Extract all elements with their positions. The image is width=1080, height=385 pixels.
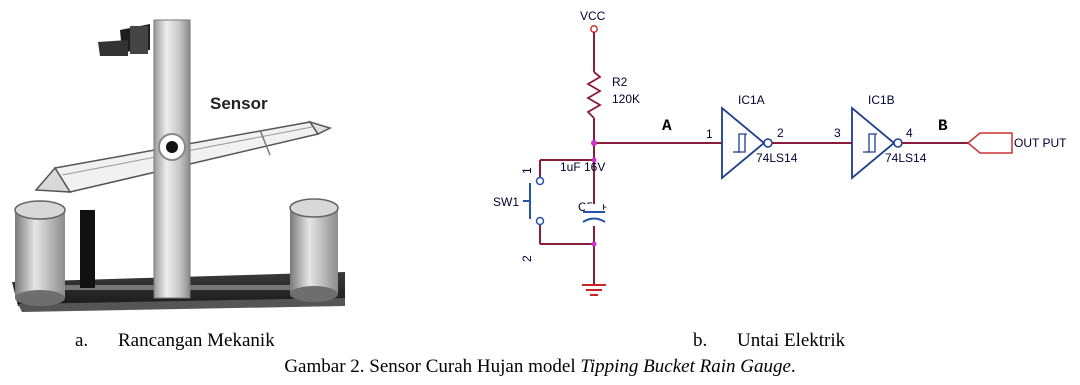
sensor-head [98, 24, 150, 56]
junction-sw-top [591, 157, 597, 163]
ground-symbol [582, 284, 606, 296]
cap-value: 1uF 16V [560, 160, 605, 174]
node-b-label: B [938, 117, 948, 135]
right-collector-cylinder [289, 198, 339, 302]
ic1a-pin1: 1 [706, 127, 713, 141]
sw1-pin2: 2 [520, 255, 534, 262]
stopper-post [80, 210, 95, 288]
cap-plus: + [600, 200, 607, 214]
ic1a-label: IC1A [738, 93, 765, 107]
schmitt-inverter-ic1a [721, 106, 773, 180]
pivot-axle [158, 133, 186, 161]
schmitt-inverter-ic1b [851, 106, 903, 180]
ic1b-part: 74LS14 [885, 151, 927, 165]
tipping-bucket-figure: Sensor VCC R2 120K A 1 IC1A 74LS14 2 3 [12, 9, 1067, 312]
mechanical-drawing: Sensor [12, 19, 345, 312]
ic1a-pin2: 2 [777, 126, 784, 140]
r2-value: 120K [612, 92, 640, 106]
ic1b-pin3: 3 [834, 126, 841, 140]
r2-name: R2 [612, 75, 628, 89]
figure-caption-italic: Tipping Bucket Rain Gauge [580, 356, 791, 377]
output-port [966, 132, 1013, 154]
ic1b-pin4: 4 [906, 126, 913, 140]
sensor-label: Sensor [210, 94, 268, 113]
figure-caption-suffix: . [790, 356, 796, 377]
vcc-label: VCC [580, 9, 606, 23]
caption-a-marker: a. [75, 330, 89, 351]
ic1b-label: IC1B [868, 93, 895, 107]
sw1-name: SW1 [493, 195, 519, 209]
resistor-r2 [586, 71, 602, 119]
sw1-pin1: 1 [520, 167, 534, 174]
junction-a [591, 140, 597, 146]
figure-caption: Gambar 2. Sensor Curah Hujan model Tippi… [0, 356, 1080, 378]
junction-sw-bottom [591, 241, 597, 247]
caption-b-marker: b. [693, 330, 708, 351]
pushbutton-sw1 [523, 176, 545, 226]
ic1a-part: 74LS14 [756, 151, 798, 165]
circuit-schematic: VCC R2 120K A 1 IC1A 74LS14 2 3 [493, 9, 1067, 296]
figure-caption-prefix: Gambar 2. Sensor Curah Hujan model [284, 356, 581, 377]
caption-a-text: Rancangan Mekanik [118, 330, 275, 351]
node-a-label: A [662, 117, 672, 135]
caption-b-text: Untai Elektrik [737, 330, 846, 351]
output-label: OUT PUT [1014, 136, 1067, 150]
left-collector-cylinder [14, 200, 66, 306]
vcc-terminal [590, 25, 598, 33]
capacitor-c5 [582, 204, 606, 226]
